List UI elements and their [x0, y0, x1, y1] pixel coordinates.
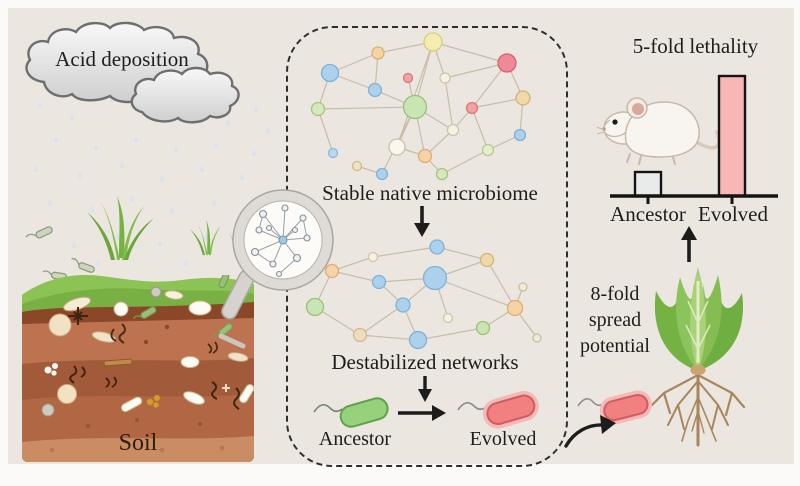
destabilized-network-diagram: [305, 239, 542, 350]
arrow-right-icon: [398, 405, 446, 421]
arrow-curved-icon: [564, 415, 616, 448]
lettuce-roots: [650, 371, 746, 447]
lettuce-plant-icon: [650, 267, 746, 447]
ancestor-label: Ancestor: [318, 428, 392, 450]
cloud-label: Acid deposition: [55, 47, 189, 71]
soil-label: Soil: [119, 430, 158, 456]
grass-tuft-large: [87, 196, 154, 260]
chart-xlabel-ancestor: Ancestor: [610, 202, 686, 226]
cloud-icon-small: [130, 66, 240, 124]
arrow-down-icon: [414, 206, 430, 237]
arrow-up-icon: [681, 226, 697, 262]
spread-line-2: spread: [588, 309, 642, 331]
spread-line-1: 8-fold: [590, 283, 640, 305]
arrow-down-small-icon: [418, 376, 432, 402]
lettuce-leaves: [654, 267, 743, 375]
soil-microbes: [41, 275, 254, 453]
airborne-bacteria-icons: [25, 226, 95, 281]
spread-line-3: potential: [580, 335, 650, 357]
destabilized-network-label: Destabilized networks: [331, 350, 519, 374]
evolved-label: Evolved: [469, 428, 537, 450]
lethality-bar-chart: [610, 74, 778, 204]
acid-cloud-illustration: Acid deposition: [25, 21, 240, 124]
spread-potential-label: 8-fold spread potential: [556, 281, 674, 359]
magnifier-icon: [218, 189, 334, 349]
ancestor-bacterium-icon: [313, 397, 389, 428]
stable-network-label: Stable native microbiome: [322, 181, 538, 205]
stable-network-diagram: [310, 32, 531, 181]
lethality-title: 5-fold lethality: [632, 34, 759, 58]
chart-xlabel-evolved: Evolved: [698, 202, 768, 226]
soil-illustration: Soil: [22, 196, 254, 462]
grass-tuft-small: [189, 219, 221, 256]
lens-network-diagram: [250, 204, 311, 278]
spreading-bacterium-icon: [577, 390, 653, 425]
evolved-bacterium-icon: [457, 391, 539, 429]
soil-layers: Soil: [22, 275, 254, 462]
